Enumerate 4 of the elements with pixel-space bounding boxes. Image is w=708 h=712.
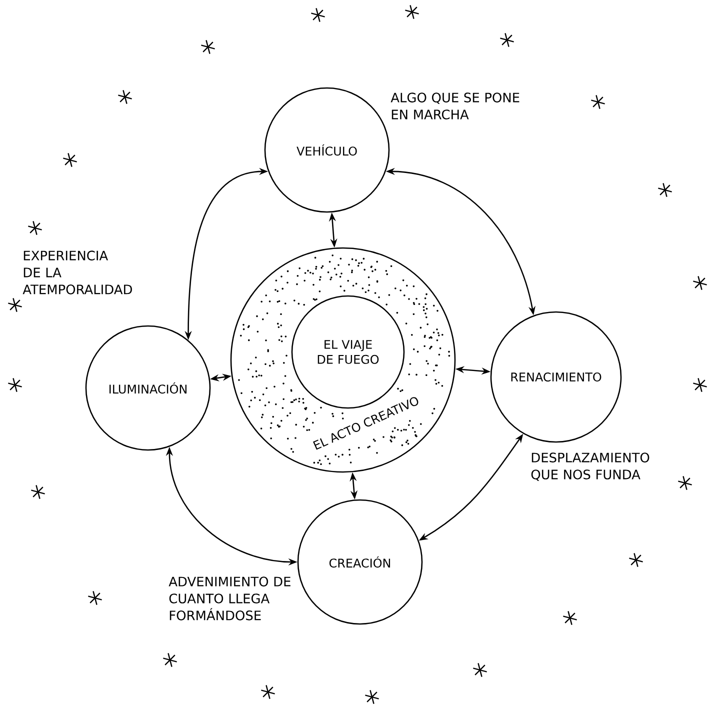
note-text: DESPLAZAMIENTO QUE NOS FUNDA (531, 452, 650, 481)
note-text: EXPERIENCIA DE LA ATEMPORALIDAD (22, 250, 132, 294)
note-text: ADVENIMIENTO DE CUANTO LLEGA FORMÁNDOSE (168, 576, 290, 620)
note-text: ALGO QUE SE PONE EN MARCHA (390, 92, 520, 120)
